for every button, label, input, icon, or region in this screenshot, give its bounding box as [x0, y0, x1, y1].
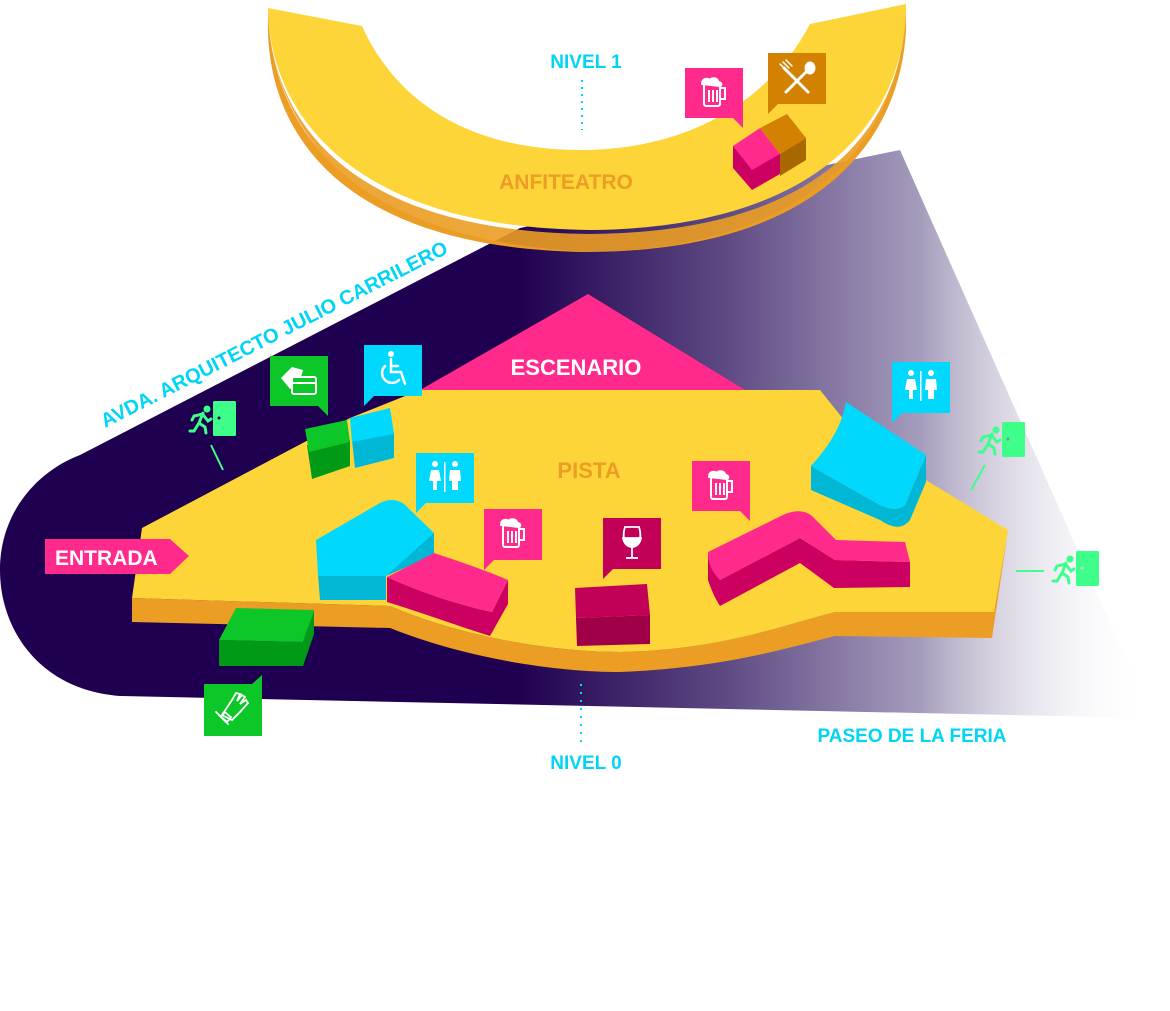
beer-pin-upper[interactable] [685, 68, 743, 128]
restroom-block-right [811, 402, 926, 527]
kiosk-payment [305, 420, 350, 479]
credit-card-icon [281, 367, 317, 395]
kiosk-accessibility [350, 408, 394, 468]
kiosk-food-upper [760, 114, 806, 176]
payment-pin[interactable] [270, 356, 328, 416]
restroom-pin-left[interactable] [416, 453, 474, 513]
beer-pin-left[interactable] [484, 509, 542, 570]
restroom-block-left [316, 500, 434, 600]
beer-mug-icon [700, 77, 726, 107]
amphitheater-level: ANFITEATRO NIVEL 1 [268, 4, 906, 252]
restroom-pin-right[interactable] [892, 362, 950, 423]
emergency-exit-icon [1051, 555, 1076, 585]
wristband-hand-icon [215, 691, 250, 725]
wine-pin[interactable] [603, 518, 661, 579]
entrance-sign[interactable]: ENTRADA [45, 539, 189, 574]
wheelchair-icon [380, 351, 407, 386]
wine-glass-icon [621, 526, 643, 559]
exit-connector [970, 464, 986, 491]
wristband-pin[interactable] [204, 675, 262, 736]
beer-pin-right[interactable] [692, 461, 750, 521]
street-label-promenade: PASEO DE LA FERIA [818, 726, 1007, 747]
kiosk-wristband [219, 608, 314, 666]
emergency-exit-icon [188, 405, 213, 435]
emergency-exit-icon [977, 426, 1002, 456]
bar-wine [575, 584, 650, 646]
area-label-stage: ESCENARIO [511, 355, 642, 380]
beer-mug-icon [499, 518, 525, 548]
area-label-entrance: ENTRADA [55, 547, 158, 570]
level-label-upper: NIVEL 1 [550, 52, 622, 73]
exit-connector [210, 444, 224, 471]
emergency-exit-left[interactable] [188, 401, 236, 471]
beer-mug-icon [707, 470, 733, 500]
stage: ESCENARIO [420, 294, 745, 390]
bar-right [708, 511, 910, 606]
restroom-icon [429, 461, 461, 492]
level-label-ground: NIVEL 0 [550, 753, 621, 774]
area-label-floor: PISTA [557, 458, 620, 483]
restroom-icon [905, 370, 937, 401]
food-pin-upper[interactable] [768, 53, 826, 114]
accessibility-pin[interactable] [364, 345, 422, 406]
fork-spoon-icon [779, 59, 816, 94]
bar-left [387, 553, 508, 636]
emergency-exit-right-top[interactable] [970, 422, 1025, 491]
emergency-exit-right-bottom[interactable] [1016, 551, 1099, 586]
area-label-amphitheater: ANFITEATRO [499, 171, 633, 194]
kiosk-bar-upper [733, 128, 780, 190]
floor-side [132, 530, 1008, 672]
